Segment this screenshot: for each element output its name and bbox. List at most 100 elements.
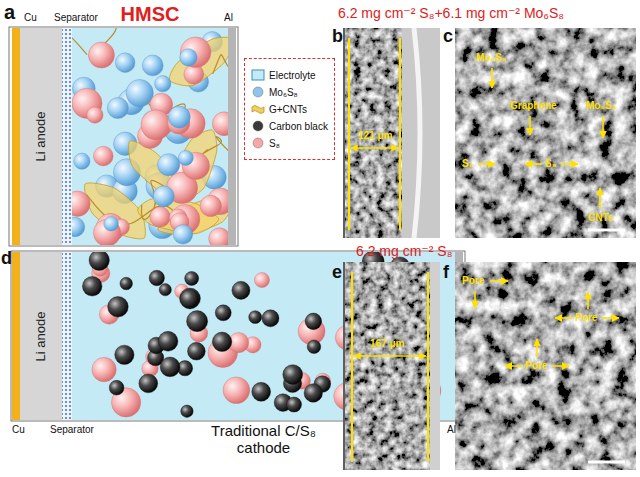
graphene-sheets (84, 37, 228, 239)
separator (62, 252, 72, 420)
annotation-label: Pore (575, 312, 597, 324)
swatch-shape (253, 138, 263, 148)
swatch-shape (253, 121, 263, 131)
leader-arrow (490, 280, 508, 282)
scale-bar (588, 461, 625, 464)
carbon-black-particle (149, 270, 164, 285)
leader-arrow (525, 163, 542, 165)
mo6s8-particle (72, 217, 85, 236)
leader-arrow (505, 365, 522, 367)
carbon-black-particle (180, 288, 201, 309)
carbon-black-particle (232, 281, 250, 299)
mo6s8-particle (142, 55, 163, 76)
sulfur-particle (209, 228, 228, 245)
mo6s8-particle (104, 217, 119, 232)
aluminium-collector (228, 28, 236, 245)
mo6s8-particle (155, 76, 171, 92)
panel-letter: b (332, 26, 343, 48)
cathode-heading: Traditional C/S₈ cathode (184, 423, 344, 457)
sulfur-particle (92, 357, 116, 381)
carbon-nanotube (203, 136, 228, 160)
carbon-black-particle (249, 311, 262, 324)
legend-entry: G+CNTs (251, 103, 328, 115)
mo6s8-particle (153, 186, 174, 207)
legend-entry: Carbon black (251, 120, 328, 132)
annotation-label: Pore (462, 275, 484, 287)
dimension-arrow (351, 147, 398, 149)
mo6s8-particle (168, 106, 190, 128)
carbon-black-particle (215, 305, 231, 321)
annotation-label: S₈ (545, 158, 556, 170)
cathode-particles (72, 28, 228, 245)
sem-background (402, 28, 440, 238)
legend-swatch (251, 86, 265, 98)
legend-swatch (251, 137, 265, 149)
sulfur-particle (180, 37, 211, 68)
sulfur-particle (212, 112, 228, 136)
separator (62, 28, 72, 245)
dimension-label: 121 μm (358, 130, 392, 142)
swatch-shape (253, 87, 263, 97)
mo6s8-particle (115, 53, 135, 73)
legend-swatch (251, 69, 265, 81)
annotation-label: Mo₆S₈ (586, 100, 616, 112)
sem-texture (345, 262, 430, 470)
carbon-black-particle (158, 331, 178, 351)
carbon-black-particle (109, 380, 124, 395)
copper-collector (12, 28, 20, 245)
leader-arrow (602, 317, 619, 319)
dimension-arrow (354, 355, 426, 357)
legend-entry: S₈ (251, 137, 328, 149)
sulfur-particle (141, 110, 171, 140)
li-anode: Li anode (20, 252, 62, 420)
carbon-black-particle (305, 313, 322, 330)
sem-edge (414, 28, 420, 238)
legend-entry: Electrolyte (251, 69, 328, 81)
carbon-nanotube (213, 43, 228, 74)
annotation-label: S₈ (462, 158, 473, 170)
leader-arrow (478, 163, 495, 165)
panel-letter: a (4, 0, 15, 24)
carbon-black-particle (262, 310, 279, 327)
sulfur-particle (93, 146, 113, 166)
annotation-label: Pore (525, 360, 547, 372)
panel-letter: d (1, 248, 12, 270)
mo6s8-particle-group (74, 49, 197, 244)
carbon-black-particle (180, 290, 198, 308)
carbon-black-particle (181, 405, 193, 417)
mo6s8-particle (107, 97, 128, 118)
mo6s8-particle (173, 225, 192, 244)
dimension-label: 167 μm (370, 338, 404, 350)
cell-frame (9, 27, 238, 246)
mo6s8-particle (126, 79, 153, 106)
anode-label: Li anode (34, 311, 49, 361)
scale-bar (588, 229, 625, 232)
legend-box: ElectrolyteMo₆S₈G+CNTsCarbon blackS₈ (244, 58, 335, 160)
sem-image (455, 262, 636, 470)
legend-text: S₈ (269, 138, 280, 149)
leader-arrow (529, 116, 531, 135)
mo6s8-particle (158, 154, 180, 176)
part-label: Al (224, 12, 233, 24)
thickness-bracket (427, 272, 429, 462)
thickness-bracket (348, 38, 350, 230)
copper-collector (12, 252, 20, 420)
carbon-black-particle (185, 271, 199, 285)
carbon-black-particle (252, 382, 271, 401)
sulfur-particle (254, 273, 269, 288)
carbon-black-particle (286, 397, 301, 412)
annotation-label: Graphene (510, 100, 557, 112)
carbon-black-particle (89, 252, 109, 270)
sulfur-particle-group (72, 37, 228, 245)
thickness-bracket (351, 272, 353, 462)
carbon-black-particle (212, 332, 232, 352)
mo6s8-particle (74, 153, 90, 169)
legend-text: Electrolyte (269, 70, 316, 81)
carbon-black-particle (160, 357, 180, 377)
swatch-shape (252, 70, 264, 80)
graphene-sheet (169, 37, 228, 86)
traditional-cathode: Traditional C/S₈ cathode (72, 252, 455, 420)
part-label: Cu (24, 12, 37, 24)
loading-heading: 6.2 mg cm⁻² S₈+6.1 mg cm⁻² Mo₆S₈ (338, 5, 564, 22)
carbon-black-particle (108, 296, 129, 317)
